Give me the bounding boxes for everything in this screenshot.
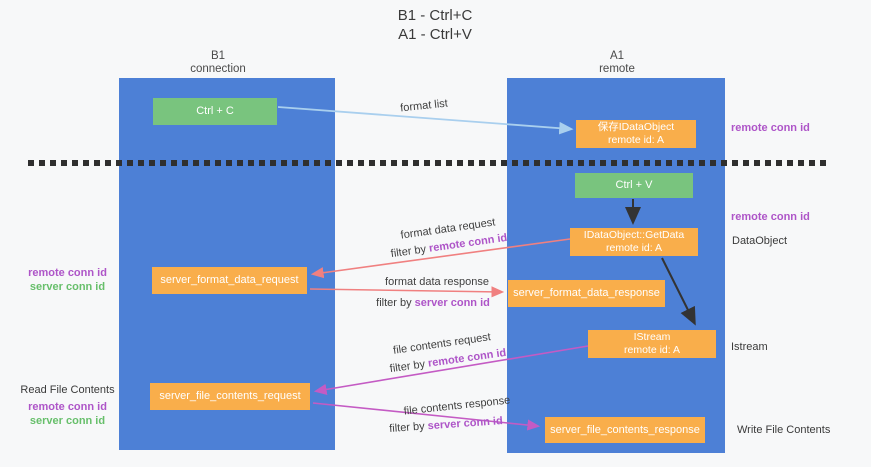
- server-conn-id-text: server conn id: [414, 297, 490, 309]
- column-b1-subtitle: connection: [190, 63, 246, 75]
- filter-by-text: filter by: [390, 243, 427, 261]
- flow-label-format-data-response: format data response: [385, 276, 489, 288]
- box-ctrl-c: Ctrl + C: [153, 98, 277, 125]
- arrow-format-data-response: [309, 286, 505, 298]
- box-save-idataobject-line2: remote id: A: [607, 134, 665, 146]
- flow-label-format-list: format list: [399, 97, 449, 115]
- right-label-remote-conn-id-mid: remote conn id: [731, 211, 810, 223]
- right-label-dataobject: DataObject: [732, 235, 788, 247]
- box-idataobject-getdata-line2: remote id: A: [605, 242, 663, 254]
- right-label-remote-conn-id-top: remote conn id: [731, 122, 810, 134]
- diagram-title: B1 - Ctrl+C A1 - Ctrl+V: [300, 6, 570, 44]
- box-idataobject-getdata-line1: IDataObject::GetData: [583, 229, 685, 241]
- server-conn-id-text: server conn id: [427, 415, 504, 433]
- left-label-read-file-group: Read File Contents remote conn id server…: [5, 383, 130, 428]
- column-header-a1: A1 remote: [537, 50, 697, 76]
- column-header-b1: B1 connection: [138, 50, 298, 76]
- box-save-idataobject: 保存IDataObject remote id: A: [576, 120, 696, 148]
- box-ctrl-v: Ctrl + V: [575, 173, 693, 198]
- left-label-conn-ids-format: remote conn id server conn id: [5, 266, 130, 294]
- box-server-format-data-response-label: server_format_data_response: [513, 287, 660, 299]
- box-server-format-data-response: server_format_data_response: [508, 280, 665, 307]
- flow-label-file-contents-response-filter: filter by server conn id: [389, 415, 503, 435]
- box-idataobject-getdata: IDataObject::GetData remote id: A: [570, 228, 698, 256]
- box-save-idataobject-line1: 保存IDataObject: [597, 121, 675, 133]
- filter-by-text: filter by: [388, 420, 426, 435]
- left-read-file-contents: Read File Contents: [20, 384, 115, 396]
- session-separator-dashed-line: [28, 160, 831, 166]
- column-a1-subtitle: remote: [599, 63, 635, 75]
- box-istream: IStream remote id: A: [588, 330, 716, 358]
- box-istream-line1: IStream: [633, 331, 671, 343]
- filter-by-text: filter by: [389, 358, 426, 376]
- left-server-conn-id: server conn id: [29, 281, 106, 293]
- box-server-format-data-request-label: server_format_data_request: [160, 274, 299, 286]
- box-server-file-contents-request: server_file_contents_request: [150, 383, 310, 410]
- box-istream-line2: remote id: A: [623, 344, 681, 356]
- box-server-file-contents-response: server_file_contents_response: [545, 417, 705, 443]
- column-a1-name: A1: [609, 50, 625, 62]
- left-server-conn-id: server conn id: [29, 415, 106, 427]
- title-line-1: B1 - Ctrl+C: [397, 7, 473, 24]
- box-server-file-contents-response-label: server_file_contents_response: [550, 423, 700, 436]
- left-remote-conn-id: remote conn id: [28, 267, 107, 279]
- right-label-istream: Istream: [731, 341, 768, 353]
- box-server-file-contents-request-label: server_file_contents_request: [159, 390, 301, 402]
- filter-by-text: filter by: [376, 297, 412, 309]
- column-b1-name: B1: [210, 50, 226, 62]
- flow-label-file-contents-response: file contents response: [403, 394, 511, 418]
- left-remote-conn-id: remote conn id: [28, 401, 107, 413]
- box-ctrl-v-label: Ctrl + V: [615, 179, 653, 191]
- title-line-2: A1 - Ctrl+V: [398, 26, 472, 43]
- box-server-format-data-request: server_format_data_request: [152, 267, 307, 294]
- box-ctrl-c-label: Ctrl + C: [196, 105, 234, 117]
- flow-label-format-data-response-filter: filter by server conn id: [376, 297, 490, 309]
- right-label-write-file-contents: Write File Contents: [737, 424, 831, 436]
